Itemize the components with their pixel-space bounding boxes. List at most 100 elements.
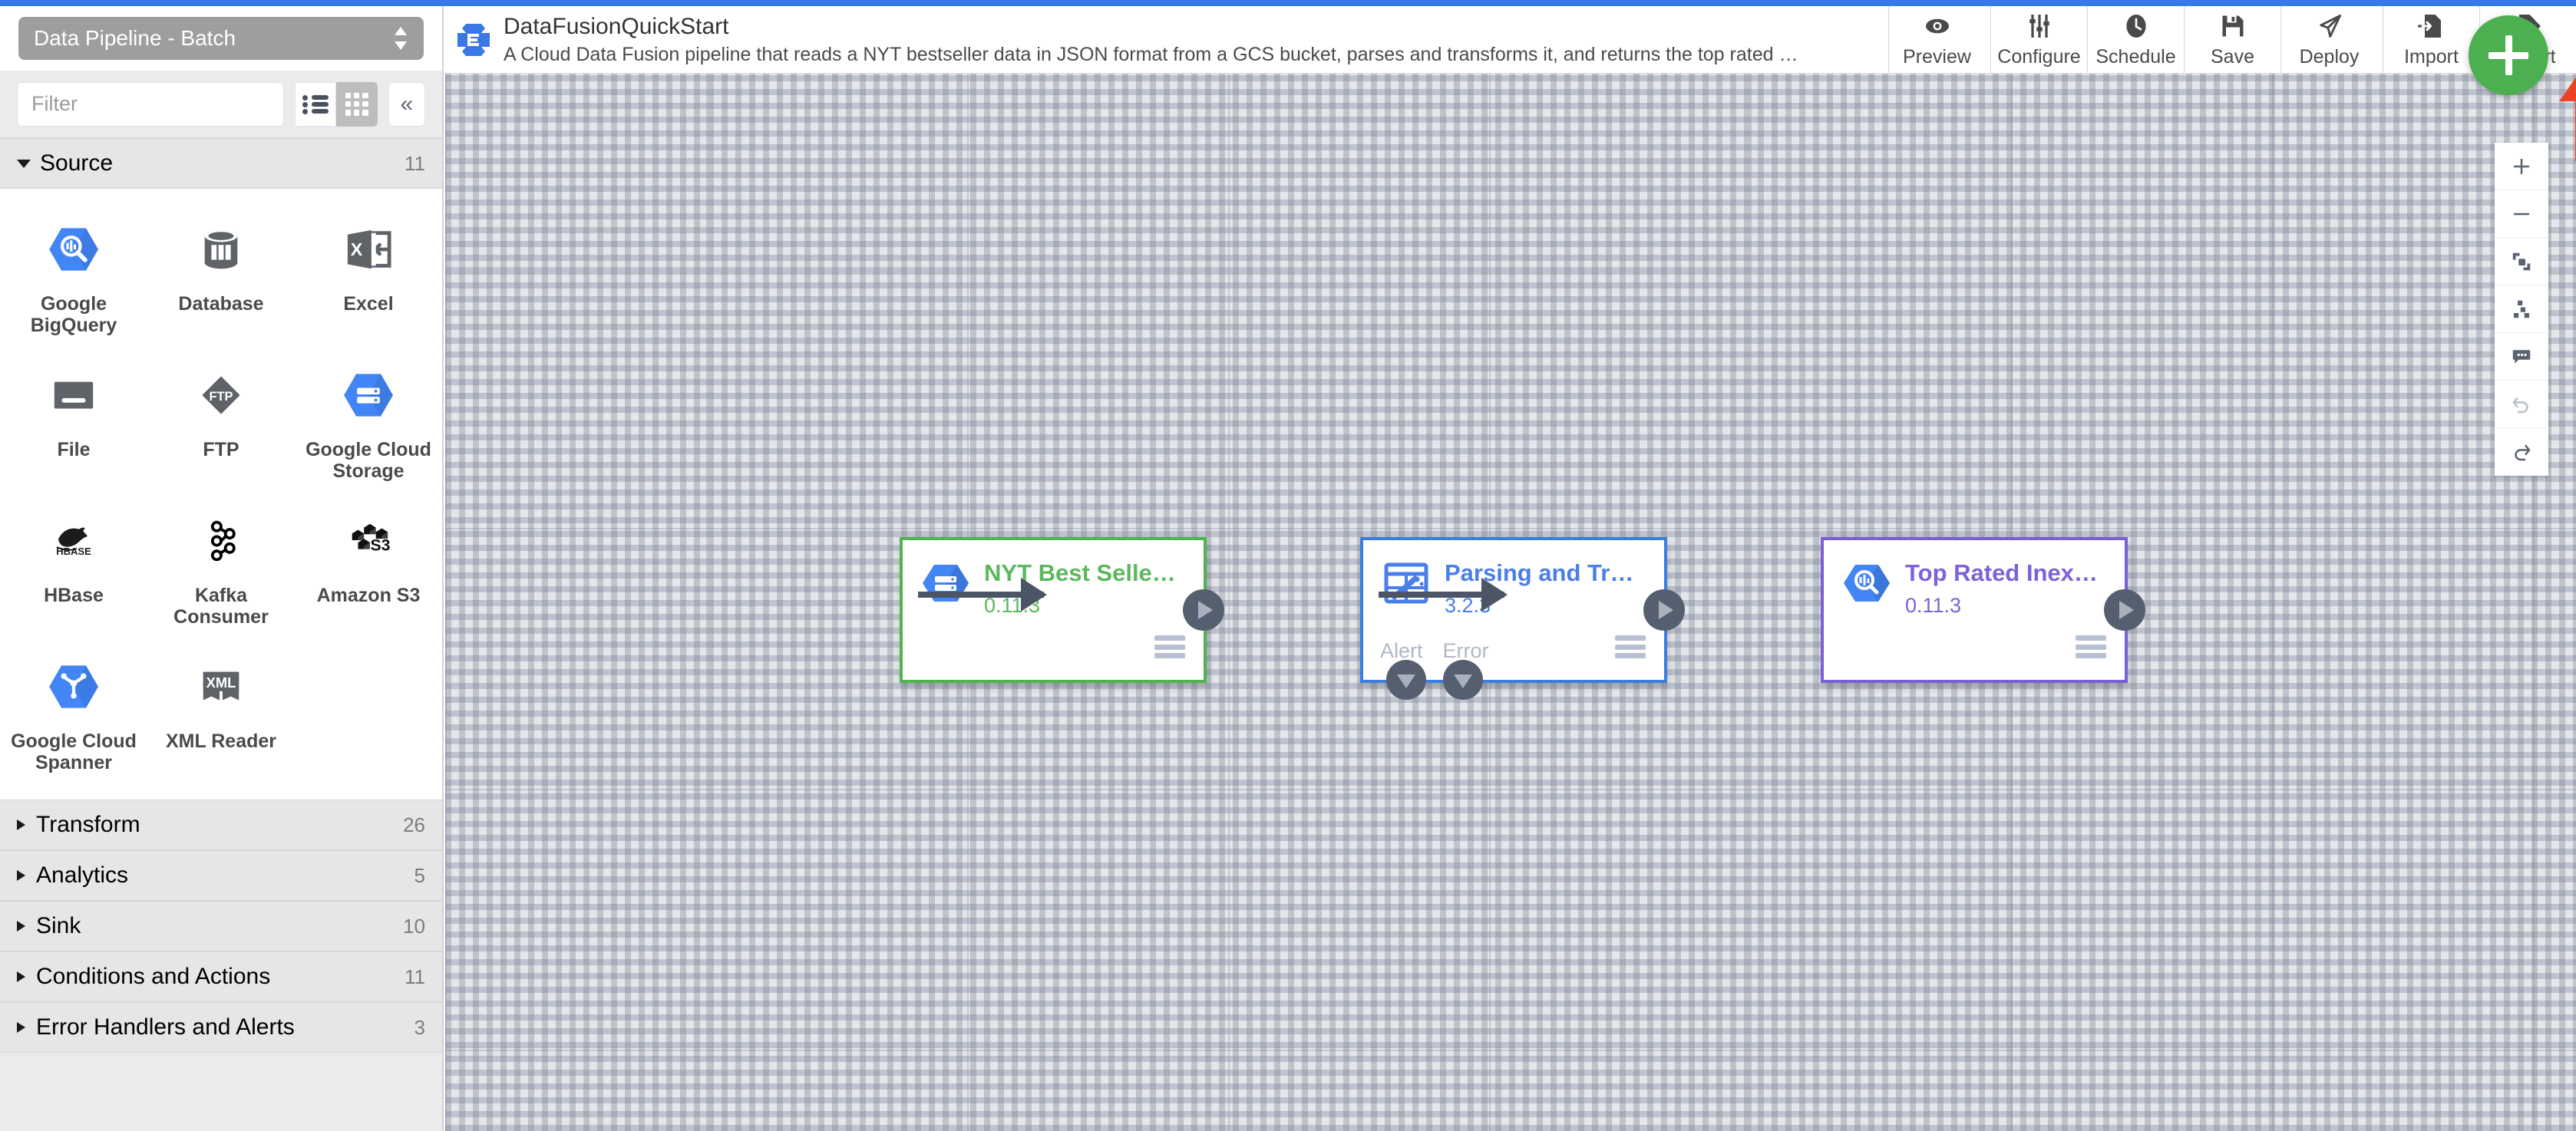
pipeline-node-sink[interactable]: Top Rated Inex… 0.11.3	[1821, 537, 2145, 683]
grid-view-icon[interactable]	[335, 81, 378, 127]
plugin-xml-reader[interactable]: XML XML Reader	[147, 649, 295, 778]
cdap-logo-icon	[456, 22, 491, 58]
undo-icon[interactable]	[2495, 381, 2548, 428]
node-error-port[interactable]	[1443, 660, 1483, 700]
pipeline-type-select[interactable]: Data Pipeline - Batch	[18, 17, 424, 60]
schedule-label: Schedule	[2095, 46, 2176, 68]
paper-plane-icon	[2316, 11, 2343, 41]
toolbar-titles: DataFusionQuickStart A Cloud Data Fusion…	[504, 13, 1808, 66]
plugin-filter-bar: «	[0, 71, 442, 138]
pipeline-node-source[interactable]: NYT Best Selle… 0.11.3	[900, 537, 1224, 683]
sidebar-section-analytics[interactable]: Analytics 5	[0, 850, 442, 901]
node-menu-icon[interactable]	[2076, 635, 2106, 658]
connection-2[interactable]	[1379, 592, 1504, 598]
node-text: NYT Best Selle… 0.11.3	[984, 559, 1176, 618]
file-folder-icon	[50, 362, 97, 428]
node-output-port[interactable]	[2104, 589, 2145, 631]
canvas-zoom-controls	[2495, 143, 2548, 476]
plugin-database[interactable]: Database	[147, 212, 295, 341]
save-label: Save	[2211, 46, 2254, 68]
zoom-out-icon[interactable]	[2495, 190, 2548, 238]
configure-button[interactable]: Configure	[1990, 6, 2087, 73]
excel-icon: X	[345, 216, 392, 282]
node-menu-icon[interactable]	[1615, 635, 1646, 658]
toolbar-title-area: DataFusionQuickStart A Cloud Data Fusion…	[445, 6, 1888, 73]
section-label: Conditions and Actions	[36, 964, 271, 989]
svg-text:S3: S3	[370, 536, 390, 555]
pipeline-type-value: Data Pipeline - Batch	[34, 26, 236, 50]
svg-text:XML: XML	[206, 674, 236, 691]
node-output-port[interactable]	[1183, 589, 1224, 631]
sidebar-section-source[interactable]: Source 11	[0, 138, 442, 189]
save-button[interactable]: Save	[2184, 6, 2280, 73]
node-name: Top Rated Inex…	[1905, 559, 2098, 586]
plugin-label: HBase	[44, 585, 104, 606]
wrangler-icon	[1382, 559, 1431, 608]
page-title: DataFusionQuickStart	[504, 13, 729, 39]
import-button[interactable]: Import	[2383, 6, 2479, 73]
plugin-label: FTP	[203, 439, 239, 460]
section-label: Error Handlers and Alerts	[36, 1014, 295, 1040]
node-alert-port[interactable]	[1386, 660, 1426, 700]
plugin-hbase[interactable]: HBASE HBase	[0, 503, 147, 632]
database-icon	[197, 216, 245, 282]
node-header: NYT Best Selle… 0.11.3	[903, 540, 1204, 618]
node-text: Parsing and Tr… 3.2.3	[1445, 559, 1633, 618]
chevron-double-left-icon[interactable]: «	[388, 81, 425, 127]
node-endpoint-labels: Alert Error	[1380, 639, 1489, 663]
align-nodes-icon[interactable]	[2495, 285, 2548, 333]
search-input[interactable]	[17, 81, 284, 127]
plugin-google-cloud-spanner[interactable]: Google Cloud Spanner	[0, 649, 147, 778]
google-bigquery-icon	[1842, 559, 1891, 608]
plugin-label: Google Cloud Spanner	[11, 730, 137, 773]
add-node-button[interactable]	[2469, 15, 2548, 95]
schedule-button[interactable]: Schedule	[2087, 6, 2184, 73]
top-accent-strip	[0, 0, 2576, 6]
sidebar-section-transform[interactable]: Transform 26	[0, 800, 442, 850]
caret-right-icon	[17, 971, 25, 982]
caret-right-icon	[17, 1022, 25, 1033]
plugin-google-bigquery[interactable]: Google BigQuery	[0, 212, 147, 341]
sliders-icon	[2026, 11, 2053, 41]
section-count: 26	[403, 813, 425, 836]
preview-button[interactable]: Preview	[1888, 6, 1985, 73]
google-cloud-storage-icon	[342, 362, 395, 428]
sidebar-section-conditions-and-actions[interactable]: Conditions and Actions 11	[0, 951, 442, 1002]
plugin-label: Excel	[343, 293, 394, 315]
google-cloud-spanner-icon	[48, 654, 100, 720]
import-label: Import	[2404, 46, 2459, 68]
import-file-icon	[2417, 11, 2446, 41]
caret-right-icon	[17, 819, 25, 830]
red-annotation-arrow	[2559, 77, 2576, 161]
node-text: Top Rated Inex… 0.11.3	[1905, 559, 2098, 618]
plugin-ftp[interactable]: FTP FTP	[147, 358, 295, 486]
caret-right-icon	[17, 921, 25, 932]
comment-icon[interactable]	[2495, 333, 2548, 381]
pipeline-canvas[interactable]: NYT Best Selle… 0.11.3	[445, 6, 2576, 1131]
sidebar-section-sink[interactable]: Sink 10	[0, 901, 442, 951]
pipeline-node-transform[interactable]: Parsing and Tr… 3.2.3 Alert Error	[1360, 537, 1685, 700]
plugin-google-cloud-storage[interactable]: Google Cloud Storage	[295, 358, 442, 486]
plugin-excel[interactable]: X Excel	[295, 212, 442, 341]
node-output-port[interactable]	[1643, 589, 1685, 631]
fit-screen-icon[interactable]	[2495, 238, 2548, 285]
sidebar-section-error-handlers-and-alerts[interactable]: Error Handlers and Alerts 3	[0, 1002, 442, 1053]
plugin-kafka-consumer[interactable]: Kafka Consumer	[147, 503, 295, 632]
redo-icon[interactable]	[2495, 428, 2548, 476]
plugin-file[interactable]: File	[0, 358, 147, 486]
google-cloud-storage-icon	[921, 559, 970, 608]
section-count: 3	[414, 1015, 425, 1039]
connection-1[interactable]	[918, 592, 1044, 598]
plugin-amazon-s3[interactable]: S3 Amazon S3	[295, 503, 442, 632]
node-menu-icon[interactable]	[1154, 635, 1185, 658]
zoom-in-icon[interactable]	[2495, 143, 2548, 190]
list-view-icon[interactable]	[295, 81, 336, 127]
pipeline-description: A Cloud Data Fusion pipeline that reads …	[504, 44, 1808, 66]
deploy-button[interactable]: Deploy	[2280, 6, 2377, 73]
section-label: Transform	[36, 812, 140, 837]
svg-text:FTP: FTP	[209, 390, 233, 404]
section-label: Sink	[36, 913, 81, 938]
plugin-grid: Google BigQuery Database	[0, 189, 442, 800]
node-version: 0.11.3	[1905, 594, 1962, 618]
plugin-label: XML Reader	[165, 730, 277, 752]
